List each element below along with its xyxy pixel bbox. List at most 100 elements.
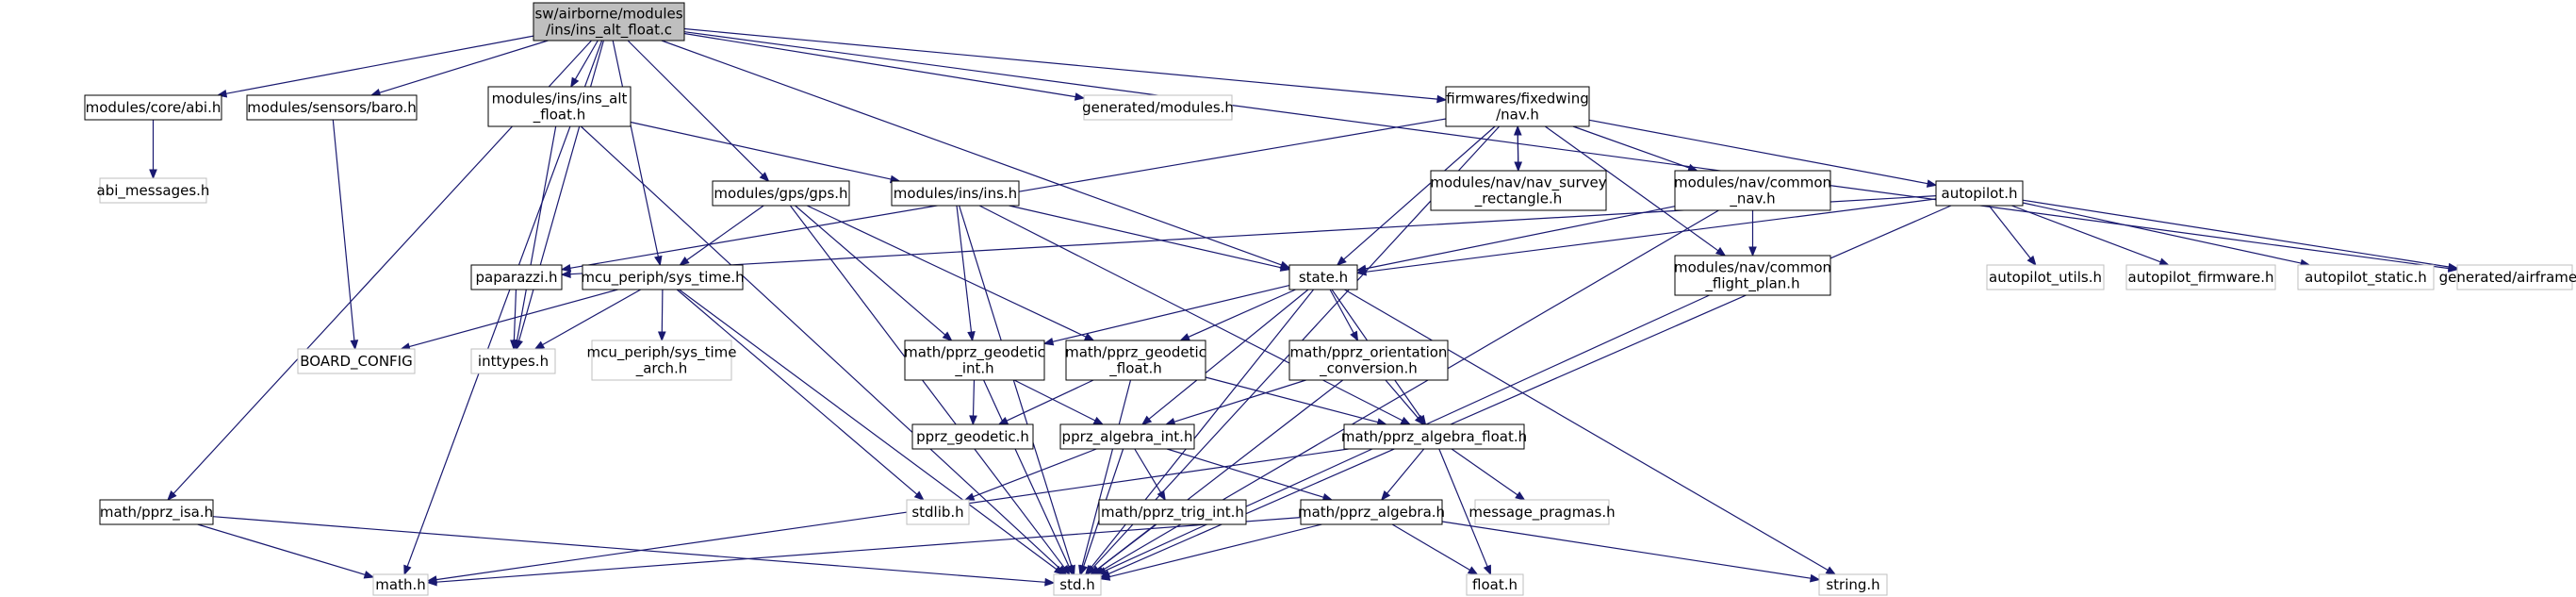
node-nav-survey-h[interactable]: modules/nav/nav_survey_rectangle.h [1430,170,1607,211]
edge-arrowhead [1715,246,1727,257]
edge-line [683,32,1076,98]
node-box [2456,264,2573,290]
edge-line [225,35,534,94]
node-label: modules/nav/common [1674,259,1831,276]
edge-line [1013,379,1096,422]
edge-arrowhead [350,340,359,351]
node-isa-h[interactable]: math/pprz_isa.h [99,499,214,525]
edge-arrowhead [913,490,925,501]
node-box [372,573,429,596]
node-message-pragmas-h: message_pragmas.h [1468,499,1616,525]
edge-arrowhead [963,492,976,501]
edge-line [1108,523,1322,578]
node-label: _int.h [954,360,993,378]
edge-arrowhead [657,331,666,342]
node-label: math/pprz_geodetic [904,344,1045,362]
node-geodetic-float-h[interactable]: math/pprz_geodetic_float.h [1065,340,1206,381]
node-label: pprz_algebra_int.h [1062,428,1193,446]
node-abi-h[interactable]: modules/core/abi.h [84,94,222,121]
edge-state-h-to-geodetic-int-h [1042,285,1290,346]
edge-sys-time-h-to-sys-time-arch-h [657,289,666,342]
edge-paparazzi-h-to-inttypes-h [510,289,518,351]
node-label: string.h [1826,576,1879,593]
node-flight-plan-h[interactable]: modules/nav/common_flight_plan.h [1674,255,1831,296]
node-trig-int-h[interactable]: math/pprz_trig_int.h [1098,499,1247,525]
node-box [712,180,850,207]
edge-arrowhead [1355,267,1367,276]
edge-ins-h-to-std-h [959,205,1075,576]
node-box [1430,170,1607,211]
node-ins-alt-float-h[interactable]: modules/ins/ins_alt_float.h [487,86,632,127]
node-label: abi_messages.h [97,182,210,200]
node-box [911,423,1034,450]
edge-arrowhead [1513,124,1522,136]
node-label: _float.h [533,107,585,124]
edge-arrowhead [1179,333,1190,341]
node-geodetic-int-h[interactable]: math/pprz_geodetic_int.h [904,340,1045,381]
node-paparazzi-h[interactable]: paparazzi.h [470,264,563,290]
edge-line [1097,523,1157,570]
edge-arrowhead [1926,179,1938,188]
node-nav-h[interactable]: firmwares/fixedwing/nav.h [1445,86,1590,127]
node-autopilot-static-h: autopilot_static.h [2297,264,2435,290]
node-common-nav-h[interactable]: modules/nav/common_nav.h [1674,170,1831,211]
edge-arrowhead [1157,489,1166,502]
node-label: math/pprz_orientation [1290,344,1448,362]
edge-nav-h-to-autopilot-h [1588,119,1938,188]
node-algebra-float-h[interactable]: math/pprz_algebra_float.h [1341,423,1527,450]
node-root[interactable]: sw/airborne/modules/ins/ins_alt_float.c [533,2,685,41]
edge-geodetic-int-h-to-geodetic-h [969,379,977,426]
edge-arrowhead [403,564,412,576]
node-state-h[interactable]: state.h [1288,264,1358,290]
node-label: firmwares/fixedwing [1446,91,1588,108]
edge-arrowhead [2158,257,2170,266]
edge-geodetic-int-h-to-std-h [983,379,1074,576]
node-box [2125,264,2276,290]
edge-arrowhead [654,255,663,267]
edge-arrowhead [363,571,375,579]
edge-line [406,40,603,567]
edge-arrowhead [679,257,690,266]
node-autopilot-h[interactable]: autopilot.h [1935,180,2024,207]
edge-orientation-h-to-algebra-float-h [1385,379,1425,426]
edge-autopilot-h-to-state-h [1355,198,1937,276]
node-ins-h[interactable]: modules/ins/ins.h [891,180,1020,207]
node-box [1674,255,1831,296]
node-box [1059,423,1195,450]
edge-ins-h-to-state-h [1009,205,1291,272]
edge-line [332,119,355,341]
node-label: mcu_periph/sys_time [587,344,737,362]
edge-arrowhead [997,417,1009,425]
node-label: math/pprz_trig_int.h [1101,504,1244,522]
edge-line [435,517,1302,583]
node-gps-h[interactable]: modules/gps/gps.h [712,180,850,207]
edge-arrowhead [149,169,157,180]
node-baro-h[interactable]: modules/sensors/baro.h [246,94,418,121]
edge-line [612,40,659,257]
node-orientation-h[interactable]: math/pprz_orientation_conversion.h [1288,340,1449,381]
node-sys-time-h[interactable]: mcu_periph/sys_time.h [581,264,745,290]
edge-arrowhead [1483,564,1492,576]
edge-line [630,121,892,180]
edge-trig-int-h-to-std-h [1090,523,1157,575]
edge-line [978,205,1403,422]
edge-root-to-math-h [403,40,603,576]
edge-ins-h-to-geodetic-int-h [956,205,976,342]
edge-geodetic-int-h-to-algebra-int-h [1013,379,1105,425]
node-float-h: float.h [1466,573,1524,596]
node-geodetic-h[interactable]: pprz_geodetic.h [911,423,1034,450]
node-algebra-h[interactable]: math/pprz_algebra.h [1298,499,1445,525]
edge-arrowhead [560,263,572,273]
node-algebra-int-h[interactable]: pprz_algebra_int.h [1059,423,1195,450]
edge-nav-survey-h-to-nav-h [1513,124,1522,172]
node-box [891,180,1020,207]
node-box [470,348,556,374]
node-math-h: math.h [372,573,429,596]
edge-common-nav-h-to-flight-plan-h [1748,210,1757,257]
edge-state-h-to-algebra-int-h [1140,289,1309,425]
node-label: generated/airframe.h [2439,269,2576,286]
edge-line [1343,125,1496,260]
edge-line [1134,448,1162,493]
edge-arrowhead [1092,416,1105,425]
edge-arrowhead [1380,489,1391,502]
